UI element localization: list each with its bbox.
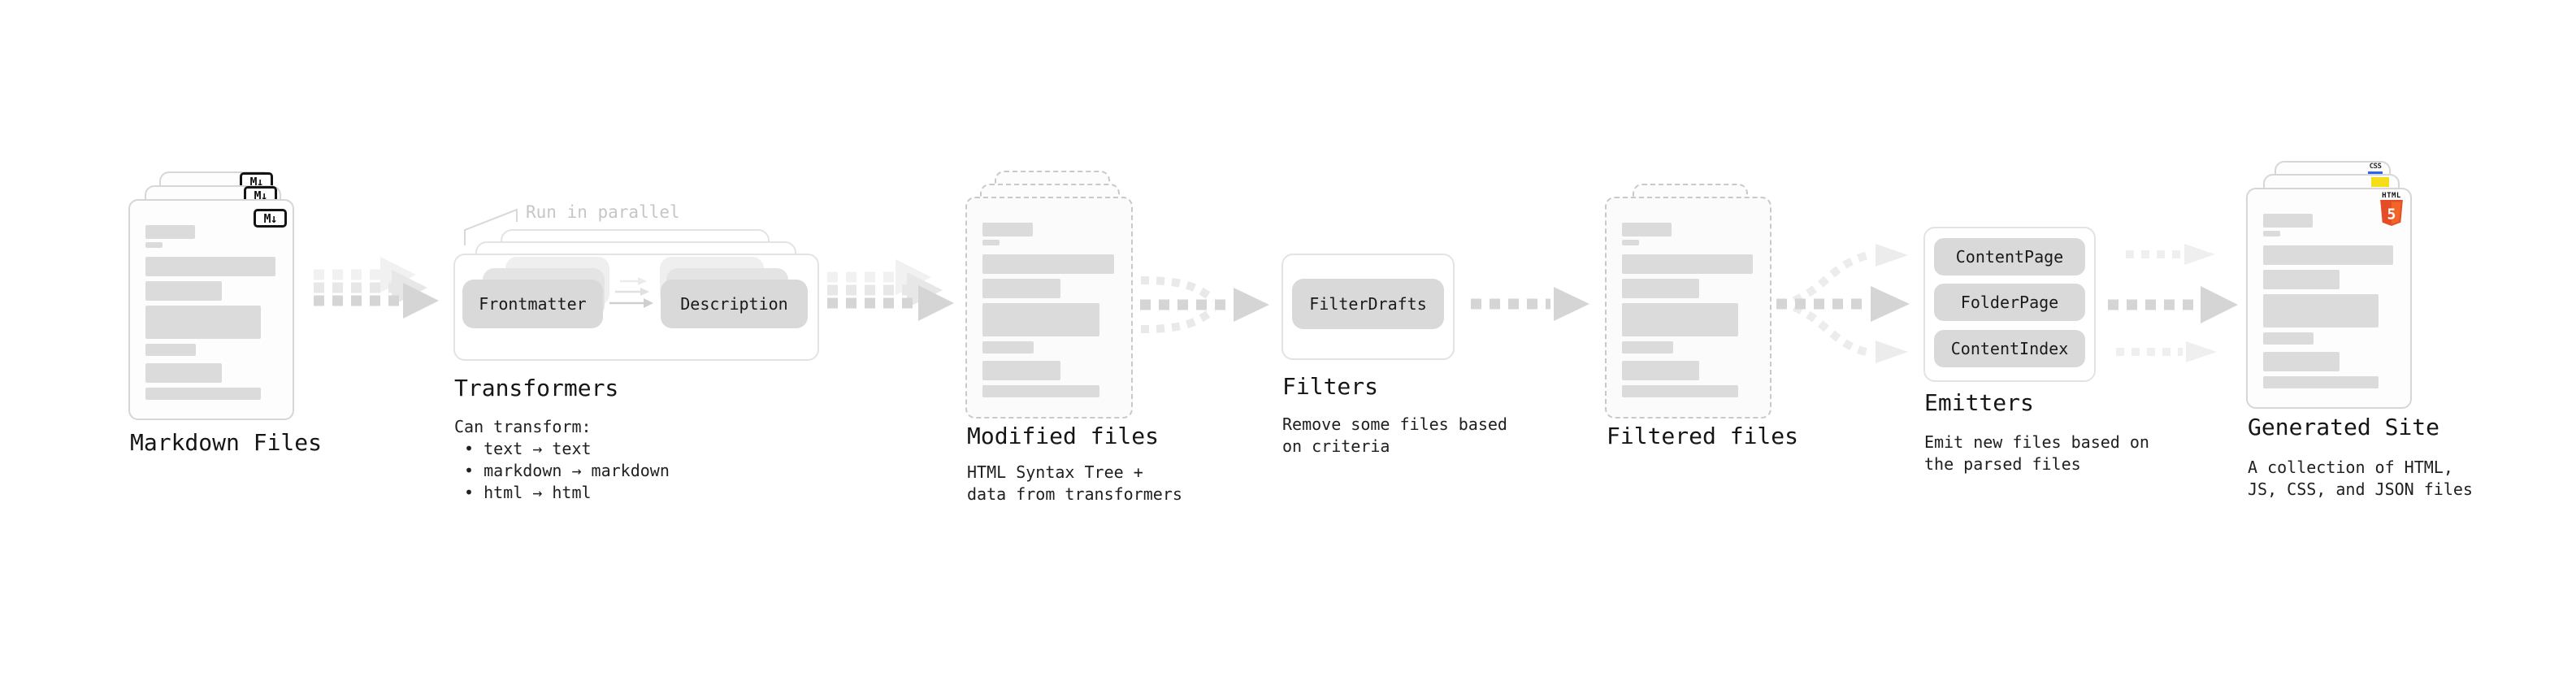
desc-line: Emit new files based on xyxy=(1924,432,2149,452)
emitters-label: Emitters xyxy=(1924,389,2034,416)
desc-line: Can transform: xyxy=(454,417,592,436)
desc-line: Remove some files based xyxy=(1282,414,1507,434)
desc-line: • html → html xyxy=(464,483,592,502)
filterdrafts-pill: FilterDrafts xyxy=(1292,279,1444,329)
file-skeleton xyxy=(145,225,275,400)
desc-line: • markdown → markdown xyxy=(464,461,670,480)
filtered-files-label: Filtered files xyxy=(1607,423,1799,449)
file-card-front xyxy=(1605,197,1772,419)
file-skeleton xyxy=(982,223,1114,397)
description-pill: Description xyxy=(661,280,808,328)
markdown-files-label: Markdown Files xyxy=(130,429,323,456)
markdown-icon: M↓ xyxy=(254,209,287,228)
css-icon-bar xyxy=(2368,171,2383,175)
folderpage-pill: FolderPage xyxy=(1934,284,2085,321)
filters-description: Remove some files based on criteria xyxy=(1282,414,1507,458)
desc-line: the parsed files xyxy=(1924,454,2081,474)
html5-icon: HTML 5 xyxy=(2379,192,2404,229)
frontmatter-pill: Frontmatter xyxy=(462,280,603,328)
modified-files-label: Modified files xyxy=(967,423,1160,449)
generated-site-description: A collection of HTML, JS, CSS, and JSON … xyxy=(2248,457,2473,501)
desc-line: • text → text xyxy=(464,439,592,458)
file-card-front xyxy=(965,197,1133,419)
html5-shield: 5 xyxy=(2380,200,2403,226)
desc-line: HTML Syntax Tree + xyxy=(967,462,1143,482)
js-icon xyxy=(2371,177,2389,187)
emitters-description: Emit new files based on the parsed files xyxy=(1924,432,2149,475)
css-icon: CSS xyxy=(2367,163,2383,175)
transformers-description: Can transform: • text → text • markdown … xyxy=(454,416,670,504)
arrow-emitters-to-generated xyxy=(2108,244,2238,362)
arrow-transformers-to-modified xyxy=(827,259,954,321)
arrow-markdown-to-transformers xyxy=(314,257,439,319)
arrow-filtered-to-emitters xyxy=(1776,244,1910,363)
file-skeleton xyxy=(2263,214,2393,388)
svg-text:5: 5 xyxy=(2387,206,2396,223)
css-icon-text: CSS xyxy=(2369,163,2382,171)
generated-site-label: Generated Site xyxy=(2248,414,2440,440)
file-card-front xyxy=(128,199,294,420)
arrow-modified-to-filters xyxy=(1140,276,1269,333)
desc-line: A collection of HTML, xyxy=(2248,458,2453,477)
desc-line: on criteria xyxy=(1282,436,1390,456)
contentindex-pill: ContentIndex xyxy=(1934,330,2085,367)
filters-label: Filters xyxy=(1282,373,1379,400)
run-in-parallel-note: Run in parallel xyxy=(526,202,680,222)
transformers-label: Transformers xyxy=(454,375,619,401)
file-skeleton xyxy=(1622,223,1753,397)
arrow-filters-to-filtered xyxy=(1471,287,1589,321)
file-card-front xyxy=(2246,188,2412,409)
html5-icon-text: HTML xyxy=(2382,192,2401,200)
desc-line: JS, CSS, and JSON files xyxy=(2248,479,2473,499)
desc-line: data from transformers xyxy=(967,484,1182,504)
contentpage-pill: ContentPage xyxy=(1934,238,2085,275)
modified-files-description: HTML Syntax Tree + data from transformer… xyxy=(967,462,1182,505)
